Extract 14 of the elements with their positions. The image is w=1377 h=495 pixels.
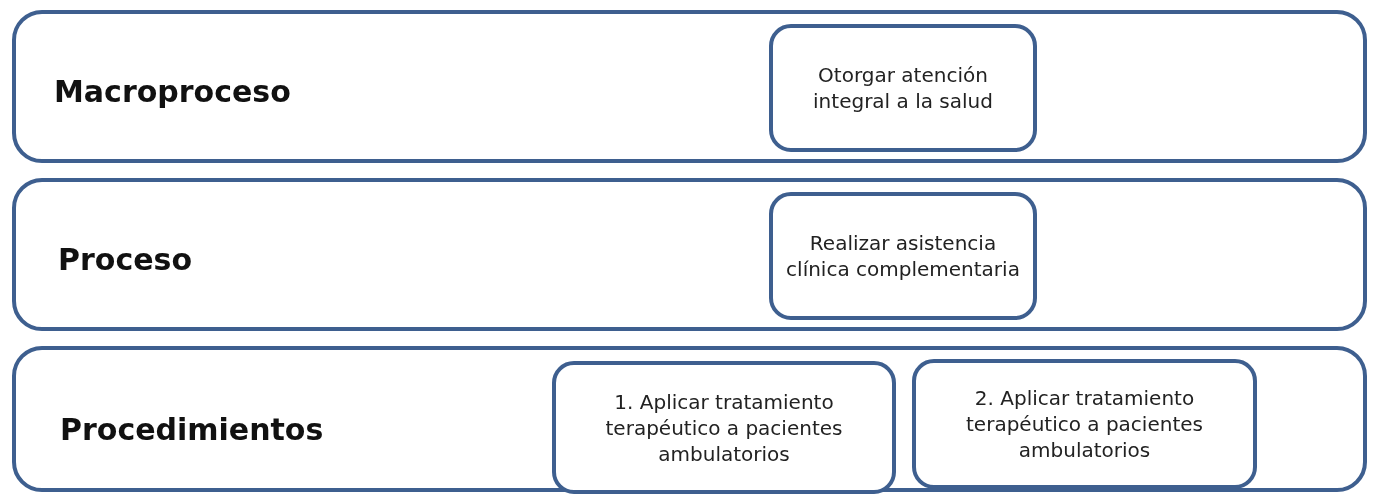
level-heading: Procedimientos (60, 412, 324, 447)
level-heading: Proceso (58, 242, 192, 277)
level-heading: Macroproceso (54, 74, 291, 109)
process-box (769, 192, 1037, 320)
process-label: 2. Aplicar tratamiento terapéutico a pacientes ambulatorios (965, 385, 1204, 463)
level-band (12, 10, 1367, 163)
process-label: Otorgar atención integral a la salud (812, 62, 994, 114)
process-label: 1. Aplicar tratamiento terapéutico a pacientes ambulatorios (604, 388, 844, 467)
process-box (769, 24, 1037, 152)
level-band (12, 346, 1367, 492)
level-band (12, 178, 1367, 331)
process-label: Realizar asistencia clínica complementaria (785, 230, 1021, 282)
process-box (552, 361, 896, 494)
process-box (912, 359, 1257, 489)
